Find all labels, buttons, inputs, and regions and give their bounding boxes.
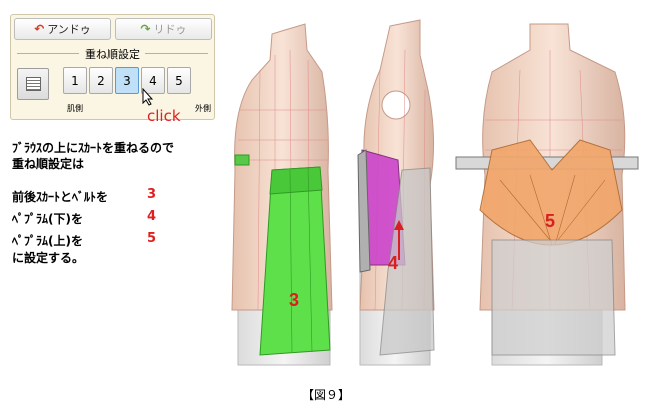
peplum-lower-value: 4: [147, 209, 157, 224]
layer-button-1[interactable]: 1: [63, 67, 87, 94]
undo-button[interactable]: ↶ アンドゥ: [14, 18, 111, 40]
outer-side-label: 外側: [195, 104, 211, 113]
layer-list-button[interactable]: [17, 68, 49, 100]
redo-button[interactable]: ↷ リドゥ: [115, 18, 212, 40]
description-line-2: 重ね順設定は: [12, 157, 85, 171]
front-layer-marker: 3: [289, 290, 300, 310]
layer-button-5[interactable]: 5: [167, 67, 191, 94]
peplum-upper-label: ﾍﾟﾌﾟﾗﾑ(上)を: [12, 234, 83, 248]
layer-order-panel: ↶ アンドゥ ↷ リドゥ 重ね順設定 1 2 3 4 5 肌側 外側: [10, 14, 215, 120]
redo-arrow-icon: ↷: [140, 22, 151, 36]
group-divider-right: [145, 53, 208, 54]
figure-caption: 【図９】: [302, 388, 351, 402]
layer-number-buttons: 1 2 3 4 5: [63, 67, 191, 94]
peplum-upper-value: 5: [147, 231, 157, 246]
skirt-belt-value: 3: [147, 187, 157, 202]
side-layer-marker: 4: [388, 253, 399, 273]
layer-button-3[interactable]: 3: [115, 67, 139, 94]
layer-button-4[interactable]: 4: [141, 67, 165, 94]
mouse-cursor-icon: [142, 88, 154, 106]
description-footer: に設定する。: [12, 251, 85, 265]
group-divider-left: [17, 53, 79, 54]
skirt-belt-label: 前後ｽｶｰﾄとﾍﾞﾙﾄを: [12, 190, 109, 204]
redo-label: リドゥ: [153, 23, 187, 36]
undo-label: アンドゥ: [47, 23, 91, 36]
front-form-view: [231, 23, 333, 366]
peplum-lower-label: ﾍﾟﾌﾟﾗﾑ(下)を: [12, 212, 83, 226]
inner-side-label: 肌側: [67, 104, 83, 113]
back-form-view: [455, 23, 639, 366]
layer-order-title: 重ね順設定: [85, 48, 140, 61]
layer-button-2[interactable]: 2: [89, 67, 113, 94]
dress-form-illustration: [231, 19, 639, 366]
back-layer-marker: 5: [545, 211, 556, 231]
side-form-view: [357, 19, 435, 366]
click-annotation: click: [147, 107, 181, 125]
list-icon: [26, 77, 41, 91]
undo-arrow-icon: ↶: [34, 22, 45, 36]
description-line-1: ﾌﾞﾗｳｽの上にｽｶｰﾄを重ねるので: [12, 141, 175, 155]
